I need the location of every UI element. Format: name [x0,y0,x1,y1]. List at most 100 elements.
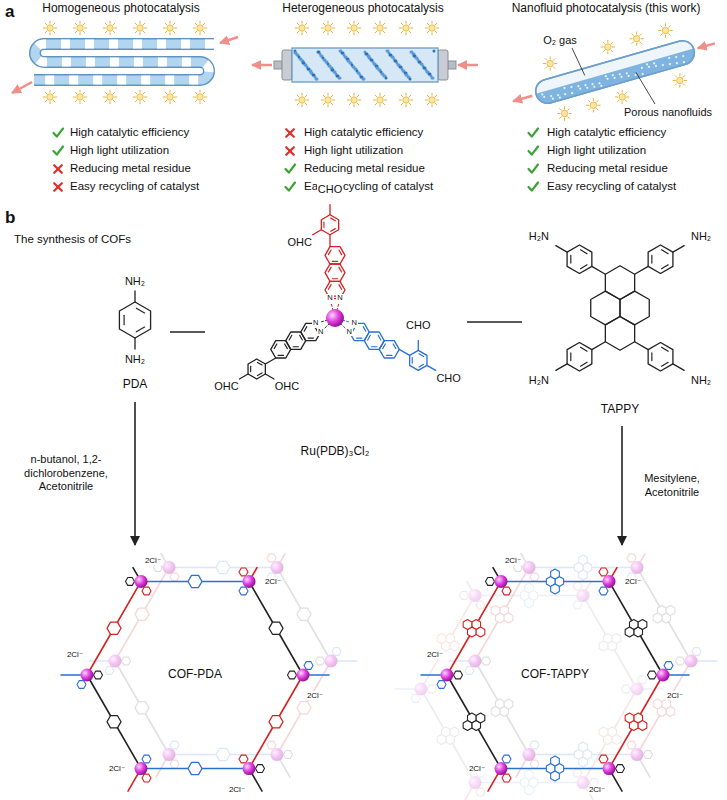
porous-particle [676,62,679,65]
packed-column [292,48,438,82]
aromatic-ring [622,685,631,693]
sun-ray [103,28,105,29]
bond-line [592,342,606,350]
catalyst-particle [389,54,392,57]
sun-ray [622,102,623,104]
sun-ray [135,31,137,33]
sun-disc [77,25,83,31]
sun-ray [302,21,303,23]
ruthenium-atom [441,669,454,682]
light-sun-icon [73,90,87,104]
feature-item: Easy recycling of catalyst [547,180,676,193]
sun-ray [622,90,623,92]
double-bond-line [363,327,366,332]
aromatic-ring [579,757,588,767]
sun-ray [53,31,55,33]
feature-item: High catalytic efficiency [547,126,666,139]
sun-ray [105,92,107,94]
aromatic-ring [463,721,472,731]
linker-bond [87,581,141,675]
link-line [467,321,522,323]
aromatic-ring [525,583,534,593]
catalyst-particle [363,78,366,81]
bond-line [635,342,649,350]
sun-ray [323,23,325,25]
sun-ray [383,23,385,25]
double-bond-line [328,250,331,255]
flow-tube-outline [34,44,214,80]
light-sun-icon [373,93,387,107]
sun-ray [611,50,613,52]
sun-ray [195,23,197,25]
light-sun-icon [659,24,673,38]
sun-disc [633,36,639,42]
aromatic-ring [321,215,338,235]
sun-ray [331,23,333,25]
linker-bond [249,675,303,769]
aromatic-ring [271,341,291,358]
sun-ray [193,97,195,98]
sun-disc [561,110,567,116]
sun-ray [373,28,375,29]
sun-ray [437,28,439,29]
sun-ray [411,28,413,29]
sun-ray [427,95,429,97]
aromatic-ring [653,699,662,709]
double-bond-line [570,255,571,263]
aromatic-ring [288,671,297,679]
check-mark [286,165,296,173]
catalyst-particle [339,50,342,53]
sun-ray [375,95,377,97]
aromatic-ring [476,601,485,609]
sun-ray [641,38,643,39]
sun-ray [401,103,403,105]
nanofluid-liquid [536,48,697,106]
aromatic-ring [170,760,179,768]
sun-ray [437,100,439,101]
sun-ray [50,33,51,35]
aromatic-ring [332,648,341,656]
sun-ray [302,33,303,35]
light-sun-icon [43,21,57,35]
sun-ray [110,33,111,35]
reaction-arrow [134,402,136,545]
section-heading: The synthesis of COFs [14,233,131,245]
sun-ray [401,95,403,97]
bond-line [418,340,419,350]
ruthenium-atom [81,669,94,682]
light-sun-icon [630,32,644,46]
aromatic-ring [465,667,474,675]
sun-ray [359,28,361,29]
sun-ray [135,100,137,102]
double-bond-line [331,229,336,232]
sun-ray [679,74,680,76]
sun-ray [305,31,307,33]
sun-ray [80,90,81,92]
sun-ray [75,100,77,102]
double-bond-line [339,250,342,255]
sun-disc [351,97,357,103]
double-bond-line [328,267,331,272]
light-sun-icon [425,93,439,107]
sun-ray [612,47,614,48]
sun-ray [331,31,333,33]
sun-ray [165,92,167,94]
catalyst-particle [368,57,371,60]
aromatic-ring [567,342,592,371]
feature-item: Reducing metal residue [304,162,425,175]
tube-wall [533,38,697,106]
cof-back-layer [395,582,663,800]
sun-ray [383,95,385,97]
sun-ray [75,23,77,25]
aromatic-ring [504,699,513,709]
sun-disc [47,25,53,31]
cross-mark [286,147,294,155]
catalyst-particle [402,70,405,73]
aromatic-ring [591,291,620,325]
sun-ray [53,23,55,25]
sun-ray [601,47,603,48]
ruthenium-atom [603,575,616,588]
aromatic-ring [491,605,500,615]
sun-ray [173,100,175,102]
sun-ray [615,96,617,97]
